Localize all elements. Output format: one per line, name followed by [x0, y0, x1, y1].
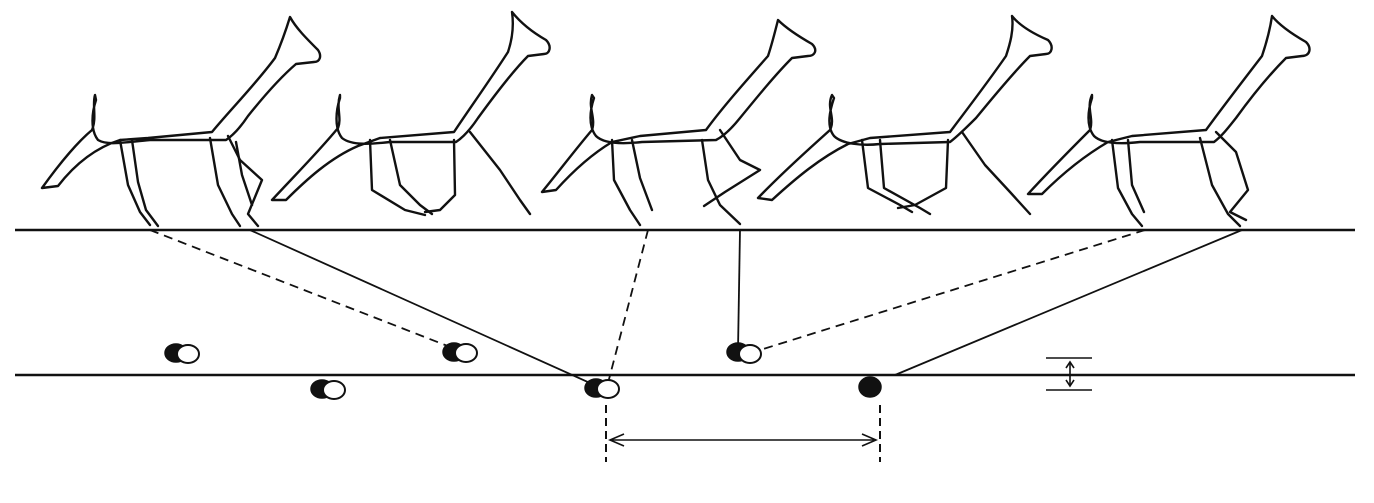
- animal-silhouette-1: [40, 15, 322, 228]
- footprint-pair-3: [442, 342, 478, 363]
- connector-dashed-2: [607, 229, 649, 384]
- connector-solid-3: [894, 229, 1243, 376]
- animal-silhouette-3: [540, 18, 817, 227]
- animal-silhouette-5: [1026, 14, 1311, 228]
- footprint-pair-5: [726, 342, 762, 364]
- animal-silhouette-2: [270, 10, 551, 217]
- footprint-pair-2: [310, 379, 346, 400]
- footprint-pair-1: [164, 343, 200, 364]
- footprint-single-6: [858, 376, 882, 398]
- straddle-dimension: [1046, 357, 1092, 391]
- connector-dashed-1: [149, 229, 459, 351]
- connector-solid-2: [737, 229, 741, 351]
- connector-dashed-3: [759, 229, 1146, 351]
- stride-length-dimension: [605, 405, 881, 462]
- footprint-pair-4: [584, 378, 620, 399]
- connector-solid-1: [249, 229, 591, 384]
- animal-silhouette-4: [756, 14, 1053, 216]
